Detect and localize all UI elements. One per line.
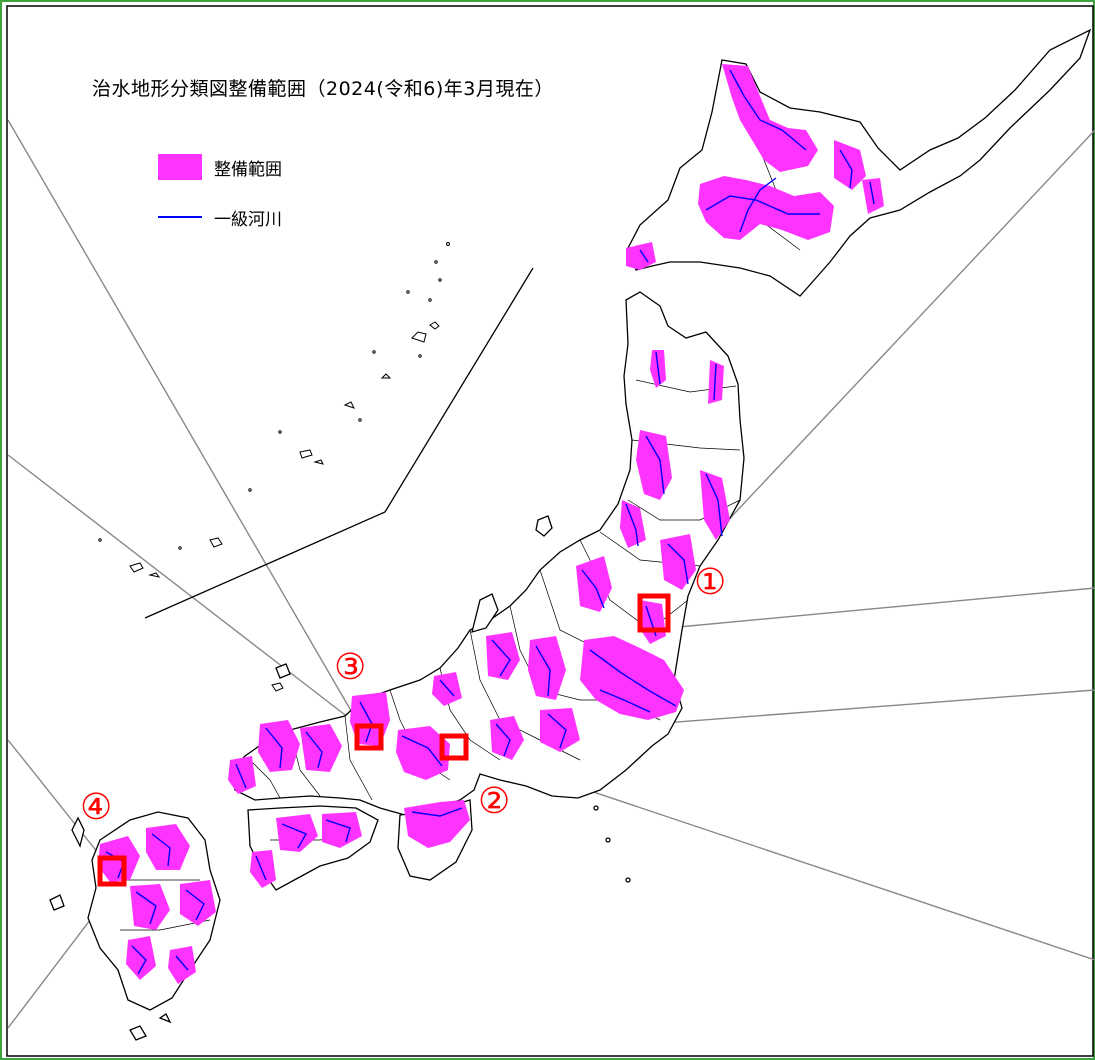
river: [439, 679, 455, 697]
marker-box-4[interactable]: [97, 855, 127, 887]
okinawa-inset-boundary: [144, 267, 534, 619]
river: [411, 807, 463, 817]
legend-line-river: [158, 216, 202, 218]
river: [175, 955, 189, 971]
izu-island: [593, 805, 599, 811]
river: [589, 649, 677, 707]
river: [625, 503, 639, 547]
river: [713, 363, 717, 401]
noto-peninsula: [471, 593, 499, 633]
coverage-hokkaido-north: [722, 64, 818, 172]
river: [235, 763, 247, 789]
river: [667, 543, 689, 585]
river: [491, 639, 511, 677]
leader-line-1b: [667, 587, 1095, 629]
island-sado: [535, 515, 553, 537]
river: [281, 823, 308, 849]
river: [255, 855, 267, 881]
river: [265, 727, 283, 769]
river: [705, 473, 723, 537]
island-oki: [275, 663, 291, 679]
legend-label-river: 一級河川: [214, 209, 282, 230]
coverage-kii: [404, 800, 470, 848]
coverage-hokkaido-ishikari: [698, 176, 834, 240]
coverage-hokkaido-south: [626, 242, 656, 270]
marker-label-3: ③: [334, 647, 367, 688]
river: [869, 181, 875, 205]
first-class-rivers: [105, 69, 875, 975]
coverage-shikoku-2: [322, 812, 362, 848]
leader-line-4a: [7, 739, 111, 869]
island-tsushima: [71, 816, 85, 848]
river: [705, 195, 820, 215]
river: [739, 177, 777, 233]
coverage-shikoku-1: [276, 814, 318, 852]
river: [581, 569, 605, 609]
river: [839, 149, 853, 189]
river: [645, 435, 665, 495]
map-title: 治水地形分類図整備範囲（2024(令和6)年3月現在）: [92, 78, 554, 100]
coverage-chubu-4: [540, 708, 580, 752]
coverage-tohoku-4: [700, 470, 730, 540]
coverage-chubu-1: [486, 632, 520, 680]
coverage-chugoku-west: [228, 756, 256, 794]
river: [305, 731, 323, 769]
river: [547, 713, 567, 749]
river: [729, 69, 807, 151]
marker-label-2: ②: [478, 781, 511, 822]
legend-item-coverage: 整備範囲: [158, 152, 282, 182]
river: [151, 833, 171, 867]
island-goto: [49, 894, 65, 911]
river: [135, 891, 157, 925]
island-tanegashima: [158, 1013, 172, 1024]
river: [639, 249, 649, 263]
river: [325, 819, 351, 843]
legend-swatch-coverage: [158, 154, 202, 180]
marker-box-1[interactable]: [637, 593, 671, 633]
coverage-shikoku-3: [250, 850, 276, 888]
river: [655, 351, 661, 385]
river: [131, 945, 147, 975]
coverage-chugoku-1: [258, 720, 300, 772]
coverage-areas: [98, 64, 884, 984]
legend-label-coverage: 整備範囲: [214, 159, 282, 180]
coverage-tohoku-2: [708, 360, 724, 404]
coverage-chugoku-2: [300, 724, 342, 772]
coverage-chubu-2: [528, 636, 566, 700]
coverage-tohoku-7: [576, 556, 612, 612]
marker-box-3[interactable]: [354, 723, 384, 751]
leader-line-3b: [7, 454, 363, 729]
izu-island: [605, 837, 611, 843]
legend: 整備範囲 一級河川: [158, 152, 282, 252]
river: [401, 735, 443, 767]
marker-label-1: ①: [694, 562, 727, 603]
southwest-islands: [98, 242, 450, 692]
river: [535, 645, 551, 697]
coverage-kyushu-se: [168, 946, 196, 984]
marker-label-4: ④: [80, 787, 113, 828]
marker-box-2[interactable]: [439, 733, 469, 761]
izu-island: [625, 877, 631, 883]
island-yakushima: [129, 1025, 147, 1041]
coverage-kanto: [580, 636, 684, 720]
legend-item-river: 一級河川: [158, 202, 282, 232]
river: [495, 723, 511, 757]
inset-markers: [97, 593, 671, 887]
river: [185, 889, 205, 921]
inner-border: [6, 5, 1094, 1057]
leader-line-3a: [7, 119, 369, 741]
river: [599, 689, 651, 713]
